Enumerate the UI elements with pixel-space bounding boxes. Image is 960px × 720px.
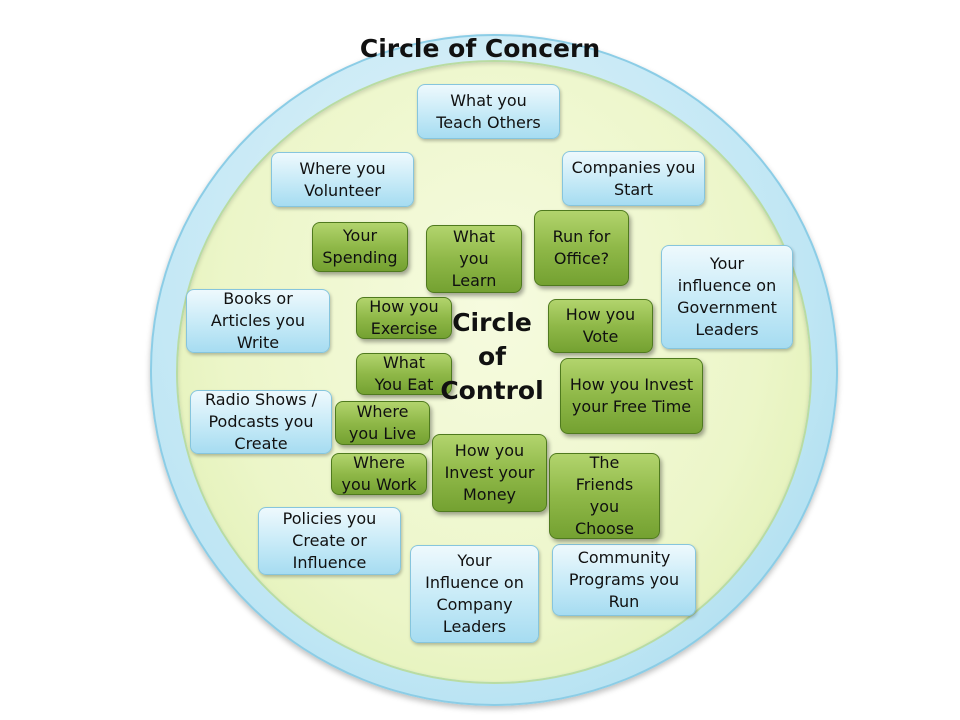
concern-companies-start: Companies you Start (562, 151, 705, 206)
center-label-line: of (477, 342, 507, 371)
concern-policies: Policies you Create or Influence (258, 507, 401, 575)
diagram-title: Circle of Concern (359, 34, 601, 63)
control-invest-money: How you Invest your Money (432, 434, 547, 512)
concern-community-programs: Community Programs you Run (552, 544, 696, 616)
control-what-you-eat: What You Eat (356, 353, 452, 395)
control-where-you-live: Where you Live (335, 401, 430, 445)
control-exercise: How you Exercise (356, 297, 452, 339)
control-run-for-office: Run for Office? (534, 210, 629, 286)
concern-volunteer: Where you Volunteer (271, 152, 414, 207)
concern-government-leaders: Your influence on Government Leaders (661, 245, 793, 349)
concern-teach-others: What you Teach Others (417, 84, 560, 139)
concern-radio-podcasts: Radio Shows / Podcasts you Create (190, 390, 332, 454)
control-friends: The Friends you Choose (549, 453, 660, 539)
control-learn: What you Learn (426, 225, 522, 293)
control-spending: Your Spending (312, 222, 408, 272)
control-vote: How you Vote (548, 299, 653, 353)
concern-company-leaders: Your Influence on Company Leaders (410, 545, 539, 643)
center-label: Circle of Control (436, 306, 548, 408)
center-label-line: Circle (452, 308, 532, 337)
control-where-you-work: Where you Work (331, 453, 427, 495)
concern-books-articles: Books or Articles you Write (186, 289, 330, 353)
control-free-time: How you Invest your Free Time (560, 358, 703, 434)
center-label-line: Control (440, 376, 544, 405)
